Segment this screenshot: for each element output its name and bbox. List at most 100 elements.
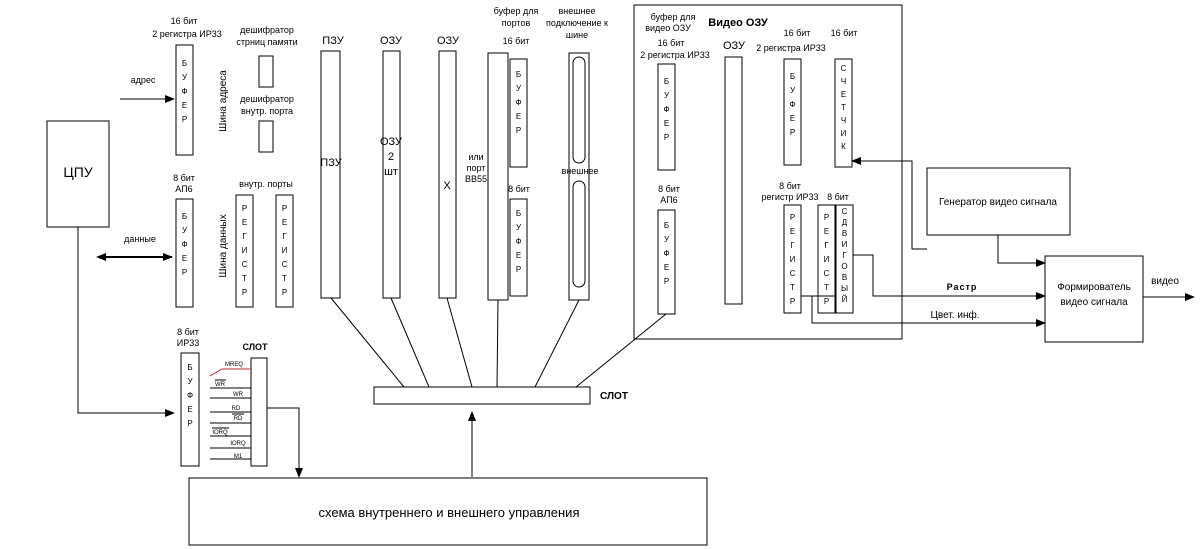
video-buffer-title-1: буфер для bbox=[651, 12, 696, 22]
video-section-title: Видео ОЗУ bbox=[708, 17, 768, 29]
video-out-label: видео bbox=[1151, 276, 1179, 287]
vbuf3-width: 16 бит bbox=[784, 28, 811, 38]
rom-to-slot bbox=[330, 297, 405, 388]
buf1-type: 2 регистра ИР33 bbox=[152, 29, 221, 39]
color-info-label: Цвет. инф. bbox=[931, 309, 980, 321]
buf3-type: ИР33 bbox=[177, 338, 199, 348]
vreg-width: 8 бит bbox=[779, 181, 801, 191]
counter-width: 16 бит bbox=[831, 28, 858, 38]
ram3-to-slot bbox=[446, 297, 473, 388]
port-buffer-16bit bbox=[509, 58, 528, 168]
video-buffer-address bbox=[783, 58, 802, 166]
former-label-1: Формирователь bbox=[1057, 282, 1131, 293]
small-slot bbox=[250, 357, 268, 467]
decoder-pages bbox=[258, 55, 274, 88]
ext-inner: внешнее bbox=[562, 166, 599, 176]
color-info-arrow bbox=[801, 295, 1046, 327]
buf2-width: 8 бит bbox=[173, 173, 195, 183]
video-buffer-title-2: видео ОЗУ bbox=[645, 23, 691, 33]
vbuf1-width: 16 бит bbox=[658, 38, 685, 48]
port-16bit-label: 16 бит bbox=[503, 36, 530, 46]
ram-to-slot bbox=[390, 297, 430, 388]
former-label-2: видео сигнала bbox=[1060, 297, 1128, 308]
raster-arrow bbox=[853, 254, 1046, 300]
vbuf2-width: 8 бит bbox=[658, 184, 680, 194]
address-bus-label: Шина адреса bbox=[218, 70, 229, 132]
raster-label: Растр bbox=[947, 282, 978, 292]
port-buffer-8bit bbox=[509, 198, 528, 297]
ram-inner-2: 2 bbox=[388, 151, 394, 163]
signal-m1: M1 bbox=[234, 454, 243, 460]
generator-to-counter-arrow bbox=[851, 157, 927, 250]
decoder-port-label-2: внутр. порта bbox=[241, 106, 293, 116]
port-buffer-title-2: портов bbox=[502, 18, 531, 28]
data-label: данные bbox=[124, 234, 156, 244]
ram3-title: ОЗУ bbox=[437, 35, 460, 47]
control-scheme-label: схема внутреннего и внешнего управления bbox=[319, 505, 580, 520]
ext-to-slot bbox=[534, 299, 580, 388]
vreg-type: регистр ИР33 bbox=[762, 192, 819, 202]
port-buffer-title-1: буфер для bbox=[494, 6, 539, 16]
vbuf3-type: 2 регистра ИР33 bbox=[756, 43, 825, 53]
signal-mreq: MREQ bbox=[225, 362, 243, 368]
signal-iorq-2: IORQ bbox=[230, 441, 246, 447]
ext-title-2: подключение к bbox=[546, 18, 608, 28]
video-generator bbox=[926, 167, 1071, 236]
slot-to-control-arrow bbox=[267, 407, 303, 478]
port-8bit-label: 8 бит bbox=[508, 184, 530, 194]
video-counter bbox=[834, 58, 853, 168]
buf2-type: АП6 bbox=[175, 184, 192, 194]
video-ram-column bbox=[724, 56, 743, 305]
video-buffer-16bit bbox=[657, 63, 676, 171]
decoder-pages-label-1: дешифратор bbox=[240, 25, 294, 35]
port-or-3: ВВ55 bbox=[465, 174, 487, 184]
port-to-slot bbox=[496, 299, 499, 388]
signal-iorq-1: IORQ bbox=[212, 430, 228, 436]
video-ram-title: ОЗУ bbox=[723, 40, 746, 52]
buf3-width: 8 бит bbox=[177, 327, 199, 337]
shift-width: 8 бит bbox=[827, 192, 849, 202]
port-or-2: порт bbox=[467, 163, 486, 173]
signal-rd-1: RD bbox=[232, 406, 241, 412]
decoder-port bbox=[258, 120, 274, 153]
main-slot bbox=[373, 386, 591, 405]
video-former bbox=[1044, 255, 1144, 343]
shift-register bbox=[835, 204, 854, 314]
port-or-1: или bbox=[468, 152, 483, 162]
generator-to-former-arrow bbox=[997, 235, 1046, 267]
buf1-width: 16 бит bbox=[171, 16, 198, 26]
buffer-address bbox=[175, 44, 194, 156]
vbuf1-type: 2 регистра ИР33 bbox=[640, 50, 709, 60]
internal-ports-label: внутр. порты bbox=[239, 179, 293, 189]
buffer-control bbox=[180, 352, 200, 467]
main-slot-label: СЛОТ bbox=[600, 391, 628, 402]
vbuf2-type: АП6 bbox=[660, 195, 677, 205]
ram-inner-1: ОЗУ bbox=[380, 136, 403, 148]
ram3-column bbox=[438, 50, 457, 299]
cpu-control-arrow bbox=[77, 227, 175, 417]
generator-label: Генератор видео сигнала bbox=[939, 197, 1057, 208]
internal-port-register-1 bbox=[235, 194, 254, 308]
signal-wr-1: WR bbox=[215, 382, 226, 388]
control-scheme bbox=[188, 477, 708, 546]
video-to-slot bbox=[575, 313, 667, 388]
rom-title: ПЗУ bbox=[322, 35, 344, 47]
cpu-label: ЦПУ bbox=[63, 164, 92, 180]
cpu-block: ЦПУ bbox=[46, 120, 110, 228]
signal-mreq-line bbox=[209, 368, 251, 377]
